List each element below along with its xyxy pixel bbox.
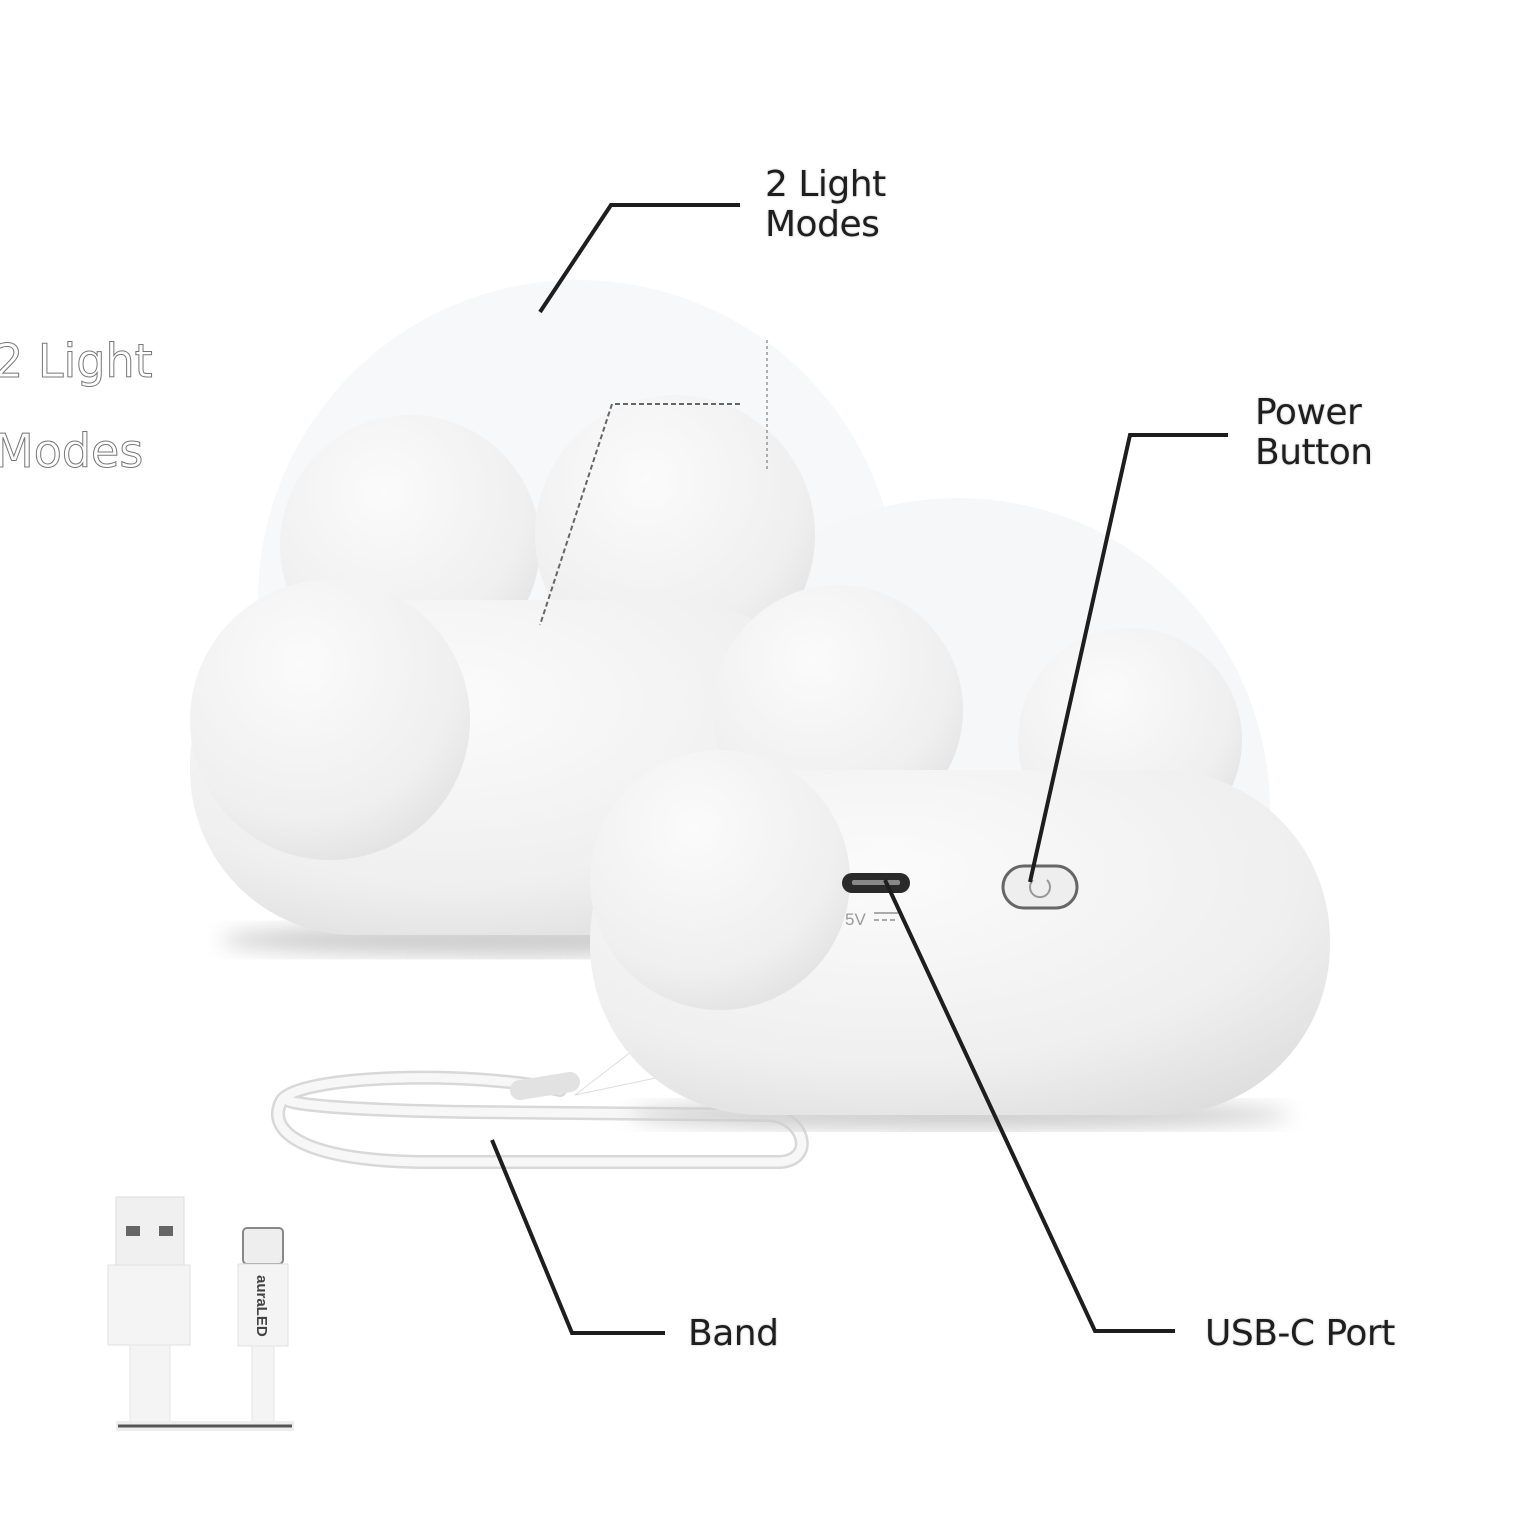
callout-light-modes: 2 Light Modes: [765, 165, 886, 245]
leader-line-band: [490, 1139, 665, 1335]
callout-power-button: Power Button: [1255, 393, 1373, 473]
leader-line-usb-c: [883, 879, 1175, 1333]
port-marking: 5V: [845, 910, 866, 929]
callout-usb-c-port: USB-C Port: [1205, 1313, 1395, 1354]
ghost-label-line2: Modes: [0, 424, 144, 478]
ghost-leader-line: [539, 403, 740, 626]
callout-light-modes-line1: 2 Light: [765, 164, 886, 205]
callout-light-modes-line2: Modes: [765, 204, 880, 245]
cable-brand-logo: auraLED: [253, 1275, 270, 1337]
power-button[interactable]: [1001, 864, 1079, 910]
ghost-label: 2 Light Modes: [0, 334, 153, 478]
callout-band: Band: [688, 1313, 779, 1354]
leader-line-light-modes: [538, 203, 740, 314]
band: [271, 1044, 809, 1169]
callout-power-button-line1: Power: [1255, 392, 1362, 433]
power-icon: [1029, 879, 1051, 899]
callout-power-button-line2: Button: [1255, 432, 1373, 473]
leader-line-power-button: [1028, 433, 1228, 883]
ghost-label-line1: 2 Light: [0, 334, 153, 388]
usb-cable: auraLED: [107, 1196, 294, 1431]
